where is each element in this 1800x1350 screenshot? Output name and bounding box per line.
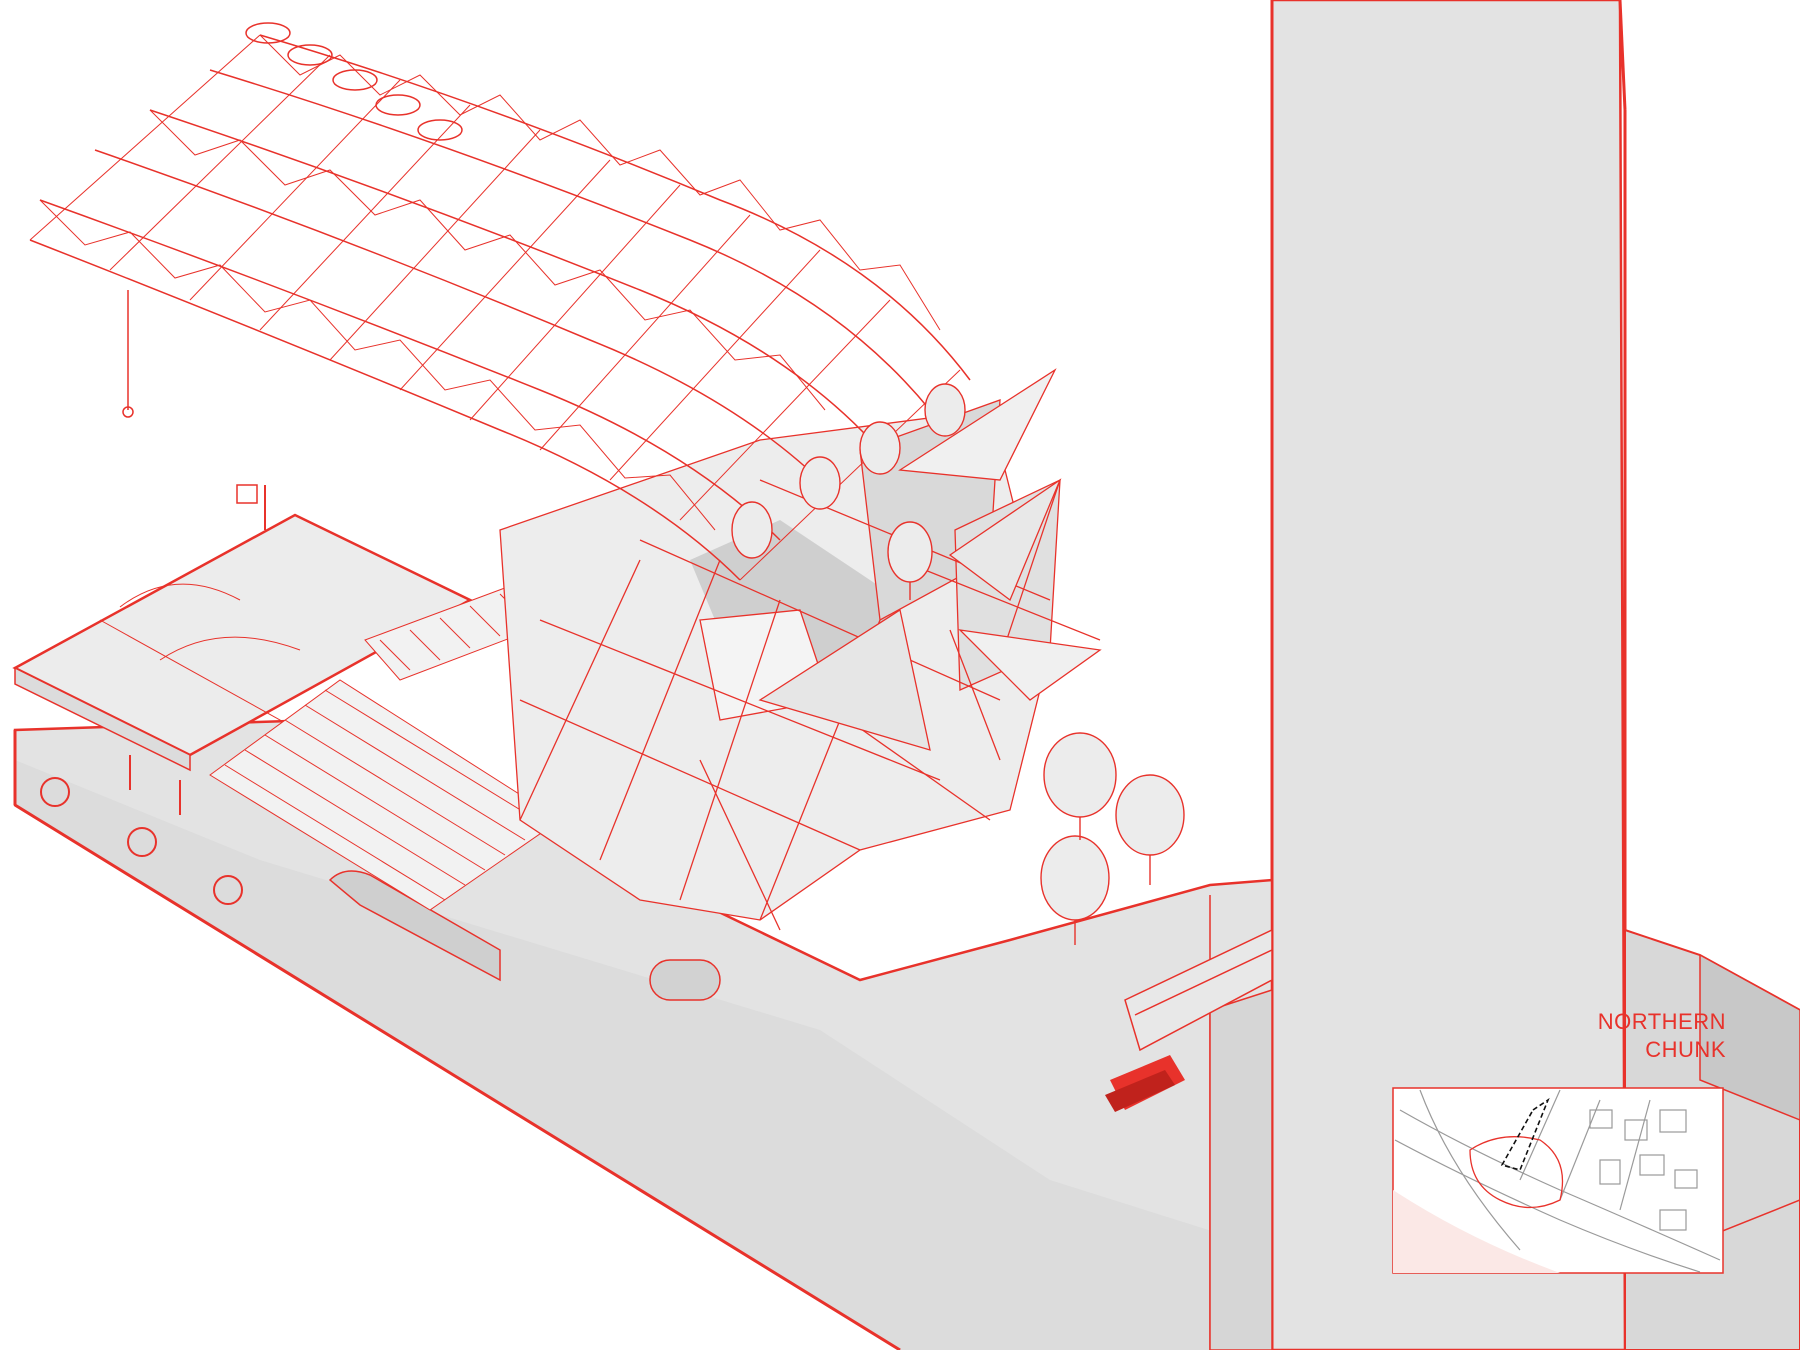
site-inset-map [1392, 1087, 1724, 1274]
map-caption-line-2: CHUNK [1645, 1037, 1726, 1062]
sports-deck [12, 484, 473, 815]
roof-truss [29, 22, 971, 581]
map-caption-line-1: NORTHERN [1597, 1009, 1726, 1034]
central-structure [499, 368, 1102, 931]
train-and-vehicle [1105, 928, 1273, 1112]
trees [731, 383, 1185, 945]
